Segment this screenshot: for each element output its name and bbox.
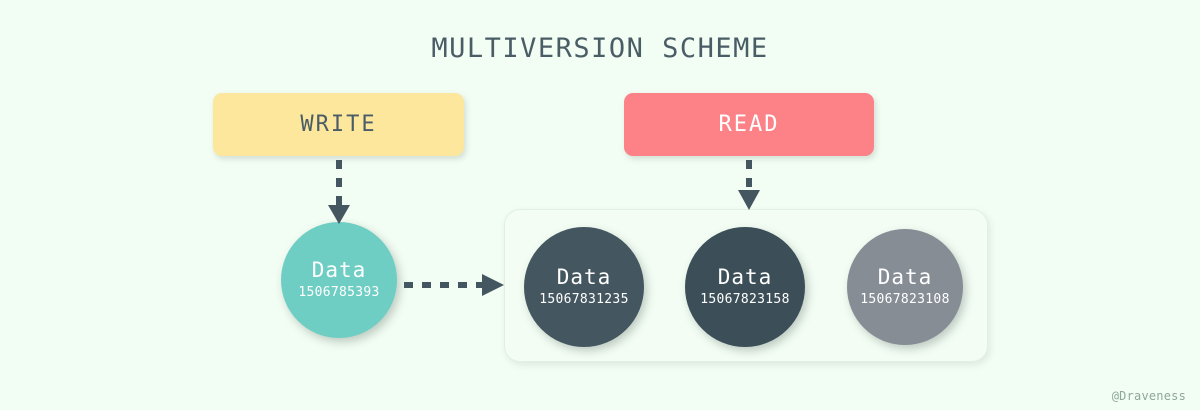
read-operation-box[interactable]: READ	[624, 93, 874, 156]
current-data-node[interactable]: Data 1506785393	[281, 222, 397, 338]
version-node-3-id: 15067823108	[860, 291, 950, 307]
write-to-data-arrow-icon	[328, 160, 350, 224]
version-node-3[interactable]: Data 15067823108	[847, 229, 963, 345]
data-to-store-arrow-icon	[404, 274, 504, 296]
version-node-1[interactable]: Data 15067831235	[524, 227, 644, 347]
write-operation-label: WRITE	[300, 112, 377, 137]
current-data-node-label: Data	[311, 258, 367, 283]
version-node-2-label: Data	[717, 265, 773, 290]
version-node-2[interactable]: Data 15067823158	[685, 227, 805, 347]
write-operation-box[interactable]: WRITE	[213, 93, 464, 156]
version-node-1-label: Data	[556, 265, 612, 290]
version-node-3-label: Data	[877, 265, 933, 290]
version-node-1-id: 15067831235	[539, 291, 629, 307]
read-to-store-arrow-icon	[738, 160, 760, 210]
current-data-node-id: 1506785393	[298, 284, 380, 300]
page-title: MULTIVERSION SCHEME	[431, 33, 769, 64]
watermark: @Draveness	[1111, 389, 1186, 403]
version-node-2-id: 15067823158	[700, 291, 790, 307]
read-operation-label: READ	[718, 112, 780, 137]
